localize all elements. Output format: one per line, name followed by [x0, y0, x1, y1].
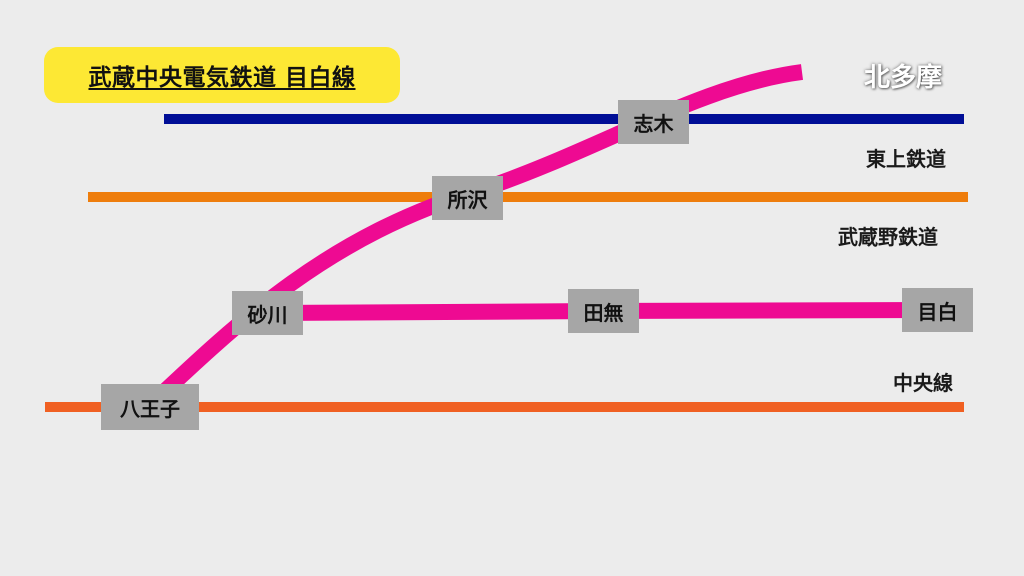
station-tokorozawa[interactable]: 所沢: [432, 176, 503, 220]
tojo-railway-label: 東上鉄道: [866, 147, 946, 171]
region-label: 北多摩: [864, 63, 943, 93]
station-sunagawa[interactable]: 砂川: [232, 291, 303, 335]
station-tanashi[interactable]: 田無: [568, 289, 639, 333]
line-title-badge: 武蔵中央電気鉄道 目白線: [44, 47, 400, 103]
musashino-railway-label: 武蔵野鉄道: [838, 225, 938, 249]
chuo-line-label: 中央線: [893, 371, 953, 395]
station-hachioji[interactable]: 八王子: [101, 384, 199, 430]
station-mejiro[interactable]: 目白: [902, 288, 973, 332]
station-shiki[interactable]: 志木: [618, 100, 689, 144]
line-title: 武蔵中央電気鉄道 目白線: [88, 65, 356, 91]
